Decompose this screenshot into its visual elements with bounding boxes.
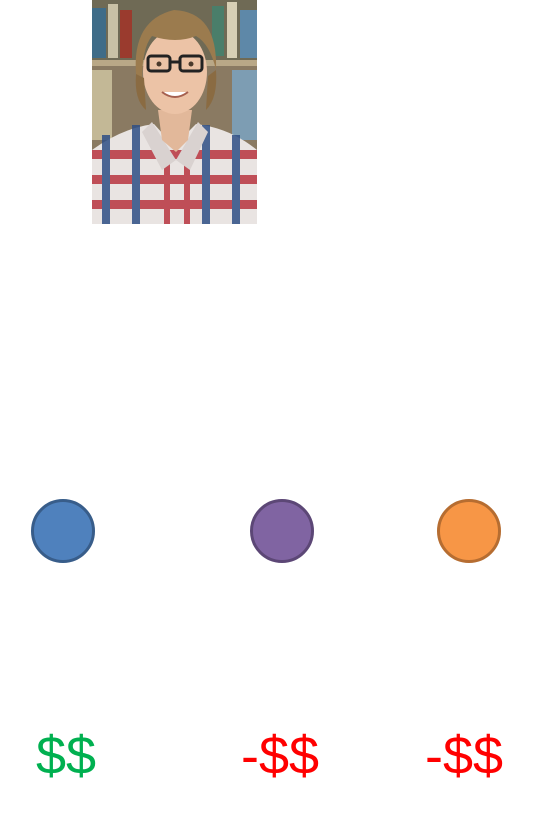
person-photo bbox=[92, 0, 257, 224]
orange-circle bbox=[437, 499, 501, 563]
gain-label: $$ bbox=[36, 726, 97, 786]
blue-circle bbox=[31, 499, 95, 563]
loss-label-middle: -$$ bbox=[241, 726, 320, 786]
purple-circle bbox=[250, 499, 314, 563]
loss-label-right: -$$ bbox=[425, 726, 504, 786]
person-photo-illustration bbox=[92, 0, 257, 224]
